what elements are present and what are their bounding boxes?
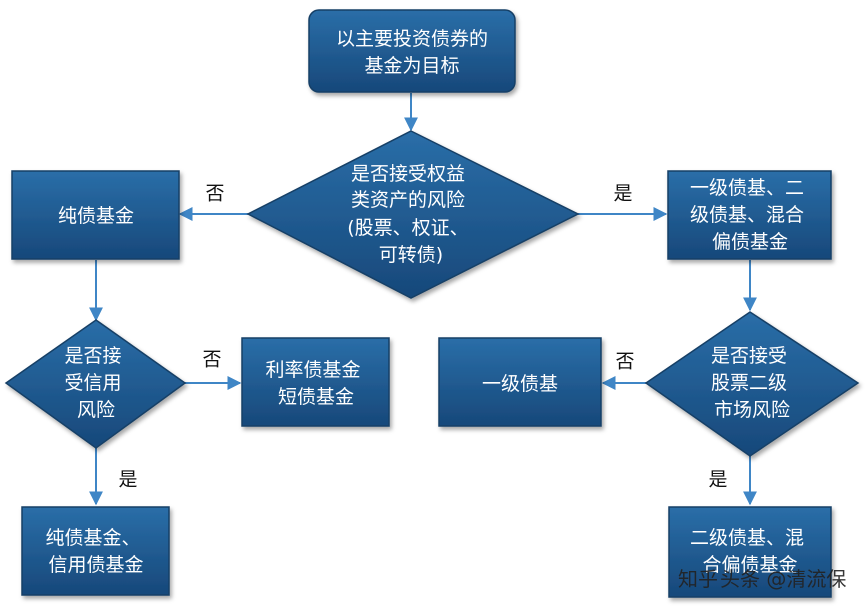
edge-label-equity-no: 否	[205, 183, 224, 205]
mixed-bond-line-1: 一级债基、二	[690, 177, 804, 199]
credit-question-line-3: 风险	[77, 399, 115, 421]
pure-bond-fund-node: 纯债基金	[11, 170, 180, 260]
edge-labels: 否 是 否 是 否 是	[118, 183, 727, 491]
equity-risk-question-node: 是否接受权益 类资产的风险 (股票、权证、 可转债)	[246, 130, 580, 299]
secondary-question-line-2: 股票二级	[711, 372, 787, 394]
secondary-market-question-node: 是否接受 股票二级 市场风险	[644, 311, 860, 457]
goal-node: 以主要投资债券的基金为目标	[308, 9, 516, 93]
watermark-source: 头条 @清流保	[720, 567, 846, 591]
rate-bond-fund-node: 利率债基金 短债基金	[241, 337, 390, 427]
edge-label-secondary-yes: 是	[708, 469, 727, 491]
svg-text:二级债基、混 合偏债基金: 二级债基、混 合偏债基金	[690, 527, 810, 576]
credit-question-line-2: 受信用	[64, 372, 121, 394]
equity-question-line-4: 可转债)	[379, 244, 443, 266]
svg-text:纯债基金: 纯债基金	[58, 205, 134, 227]
watermark: 知乎 头条 @清流保	[678, 567, 846, 591]
svg-text:纯债基金、 信用债基金: 纯债基金、 信用债基金	[45, 527, 146, 576]
credit-bond-line-2: 信用债基金	[48, 554, 143, 576]
edge-label-secondary-no: 否	[615, 351, 634, 373]
first-tier-label: 一级债基	[482, 373, 558, 395]
credit-question-line-1: 是否接	[64, 345, 121, 367]
mixed-bond-line-3: 偏债基金	[712, 231, 788, 253]
credit-bond-line-1: 纯债基金、	[45, 527, 140, 549]
svg-text:一级债基、二 级债基、混合 偏债基金: 一级债基、二 级债基、混合 偏债基金	[690, 177, 810, 253]
second-tier-line-2: 合偏债基金	[702, 554, 797, 576]
second-tier-bond-fund-node: 二级债基、混 合偏债基金	[668, 506, 832, 598]
svg-text:以主要投资债券的基金为目标: 以主要投资债券的基金为目标	[336, 28, 488, 77]
equity-question-line-3: (股票、权证、	[347, 217, 468, 239]
svg-text:利率债基金 短债基金: 利率债基金 短债基金	[265, 359, 366, 408]
mixed-bond-fund-node: 一级债基、二 级债基、混合 偏债基金	[667, 170, 832, 260]
edge-label-equity-yes: 是	[613, 183, 632, 205]
mixed-bond-line-2: 级债基、混合	[690, 204, 804, 226]
goal-line-1: 以主要投资债券的	[336, 28, 488, 50]
goal-line-2: 基金为目标	[364, 55, 459, 77]
equity-question-line-1: 是否接受权益	[351, 163, 465, 185]
svg-text:是否接受 股票二级 市场风险: 是否接受 股票二级 市场风险	[711, 345, 793, 421]
secondary-question-line-3: 市场风险	[714, 399, 790, 421]
svg-text:是否接受权益 类资产的风险 (股票、: 是否接受权益 类资产的风险 (股票、权证、 可转债)	[347, 163, 474, 266]
rate-bond-line-1: 利率债基金	[265, 359, 360, 381]
svg-text:是否接 受信用 风险: 是否接 受信用 风险	[64, 345, 127, 421]
second-tier-line-1: 二级债基、混	[690, 527, 804, 549]
secondary-question-line-1: 是否接受	[711, 345, 787, 367]
first-tier-bond-fund-node: 一级债基	[438, 337, 602, 427]
arrows	[89, 93, 757, 506]
watermark-platform: 知乎	[678, 567, 718, 591]
equity-question-line-2: 类资产的风险	[351, 189, 465, 211]
edge-label-credit-no: 否	[202, 349, 221, 371]
pure-bond-label: 纯债基金	[58, 205, 134, 227]
credit-bond-fund-node: 纯债基金、 信用债基金	[21, 506, 170, 596]
edge-label-credit-yes: 是	[118, 469, 137, 491]
credit-risk-question-node: 是否接 受信用 风险	[4, 319, 187, 449]
rate-bond-line-2: 短债基金	[278, 386, 354, 408]
svg-text:一级债基: 一级债基	[482, 373, 558, 395]
